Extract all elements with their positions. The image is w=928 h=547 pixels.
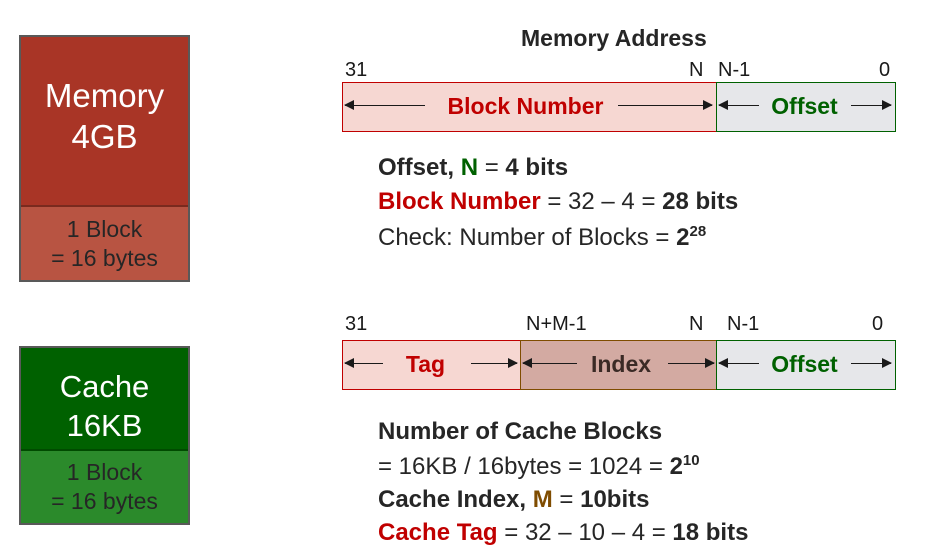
right-arrow-icon	[851, 100, 892, 110]
memory-block-size: = 16 bytes	[51, 244, 158, 271]
right-arrow-icon	[471, 358, 518, 368]
bit-0-label: 0	[879, 59, 891, 81]
offset-field-2: Offset	[716, 340, 896, 390]
cache-block-label: 1 Block	[66, 459, 143, 485]
offset-field-1: Offset	[716, 82, 896, 132]
memory-block-label: 1 Block	[66, 216, 143, 242]
right-arrow-icon	[851, 358, 892, 368]
tag-label: Tag	[405, 351, 446, 377]
bit-0-label: 0	[872, 313, 884, 335]
memory-address-title: Memory Address	[521, 25, 707, 51]
number-of-cache-blocks-heading: Number of Cache Blocks	[378, 418, 663, 445]
memory-box: Memory 4GB 1 Block = 16 bytes	[19, 35, 190, 282]
cache-index-bits-line: Cache Index, M = 10bits	[378, 486, 650, 513]
left-arrow-icon	[718, 100, 759, 110]
index-field: Index	[520, 340, 718, 390]
block-number-label: Block Number	[447, 93, 604, 119]
bit-31-label: 31	[345, 59, 368, 81]
cache-title: Cache	[59, 369, 150, 404]
cache-block-size: = 16 bytes	[51, 487, 158, 514]
bit-n-minus-1-label: N-1	[727, 313, 760, 335]
tag-field: Tag	[342, 340, 522, 390]
number-of-blocks-line: Check: Number of Blocks = 228	[378, 223, 707, 251]
right-arrow-icon	[618, 100, 713, 110]
offset-label-1: Offset	[771, 93, 838, 119]
memory-size: 4GB	[71, 118, 138, 156]
left-arrow-icon	[344, 358, 383, 368]
right-arrow-icon	[668, 358, 715, 368]
cache-box: Cache 16KB 1 Block = 16 bytes	[19, 346, 190, 525]
block-number-bits-line: Block Number = 32 – 4 = 28 bits	[378, 188, 739, 215]
cache-title-area: Cache 16KB	[21, 348, 188, 451]
offset-label-2: Offset	[771, 351, 838, 377]
bit-31-label: 31	[345, 313, 368, 335]
bit-n-plus-m-minus-1-label: N+M-1	[526, 313, 587, 335]
left-arrow-icon	[522, 358, 577, 368]
cache-tag-bits-line: Cache Tag = 32 – 10 – 4 = 18 bits	[378, 519, 749, 546]
bit-n-label: N	[689, 313, 704, 335]
memory-title-area: Memory 4GB	[21, 37, 188, 207]
index-label: Index	[590, 351, 652, 377]
bit-n-minus-1-label: N-1	[718, 59, 751, 81]
bit-n-label: N	[689, 59, 704, 81]
block-number-field: Block Number	[342, 82, 718, 132]
offset-bits-line: Offset, N = 4 bits	[378, 154, 569, 181]
memory-title: Memory	[44, 77, 165, 114]
left-arrow-icon	[718, 358, 759, 368]
address2-bit-numbers: 31 N+M-1 N N-1 0	[0, 313, 928, 337]
cache-size: 16KB	[66, 407, 143, 443]
left-arrow-icon	[344, 100, 425, 110]
cache-blocks-calc-line: = 16KB / 16bytes = 1024 = 210	[378, 452, 700, 480]
address1-bit-numbers: 31 N N-1 0	[0, 59, 928, 83]
